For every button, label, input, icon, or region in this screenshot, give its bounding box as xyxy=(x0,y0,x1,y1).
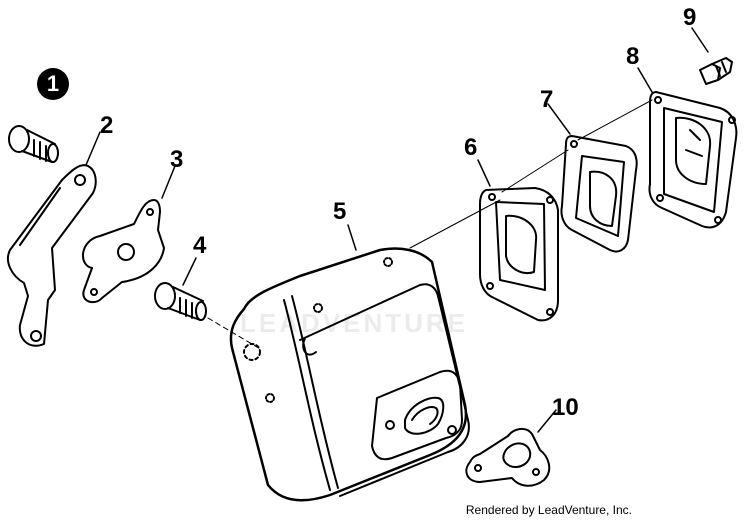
callout-4[interactable]: 4 xyxy=(193,232,207,259)
leader-line-2 xyxy=(85,131,101,166)
callout-6[interactable]: 6 xyxy=(464,134,478,161)
part-3-plate[interactable] xyxy=(82,199,165,304)
part-7-gasket[interactable] xyxy=(560,135,638,253)
leader-line-7 xyxy=(547,103,571,135)
axis-line-2 xyxy=(501,149,569,193)
callout-3[interactable]: 3 xyxy=(170,146,184,173)
part-2-bracket[interactable] xyxy=(6,164,97,347)
part-6-gasket[interactable] xyxy=(479,187,559,322)
callout-8[interactable]: 8 xyxy=(626,43,640,70)
leader-line-10 xyxy=(537,409,557,433)
part-4-screw[interactable] xyxy=(154,282,207,321)
leader-line-4 xyxy=(182,257,197,286)
leader-line-8 xyxy=(637,67,653,93)
leader-line-9 xyxy=(691,27,709,53)
part-10-flange-gasket[interactable] xyxy=(465,428,551,487)
callout-10[interactable]: 10 xyxy=(552,394,579,421)
part-1-screw[interactable] xyxy=(8,125,59,163)
leader-line-6 xyxy=(477,159,491,187)
axis-line-1 xyxy=(409,199,501,249)
callout-1-highlighted[interactable]: 1 xyxy=(37,68,69,100)
axis-line-3 xyxy=(577,99,653,141)
render-credit: Rendered by LeadVenture, Inc. xyxy=(465,503,632,517)
part-9-fitting[interactable] xyxy=(699,57,733,85)
leader-line-3 xyxy=(161,165,176,199)
part-8-gasket[interactable] xyxy=(648,91,738,229)
watermark: LEADVENTURE xyxy=(240,308,469,338)
callout-7[interactable]: 7 xyxy=(540,86,554,113)
dashed-axis-1 xyxy=(207,317,263,351)
callout-9[interactable]: 9 xyxy=(683,4,697,31)
callout-2[interactable]: 2 xyxy=(100,112,114,139)
leader-line-5 xyxy=(347,224,357,251)
part-5-muffler[interactable] xyxy=(229,247,470,502)
callout-5[interactable]: 5 xyxy=(333,198,347,225)
